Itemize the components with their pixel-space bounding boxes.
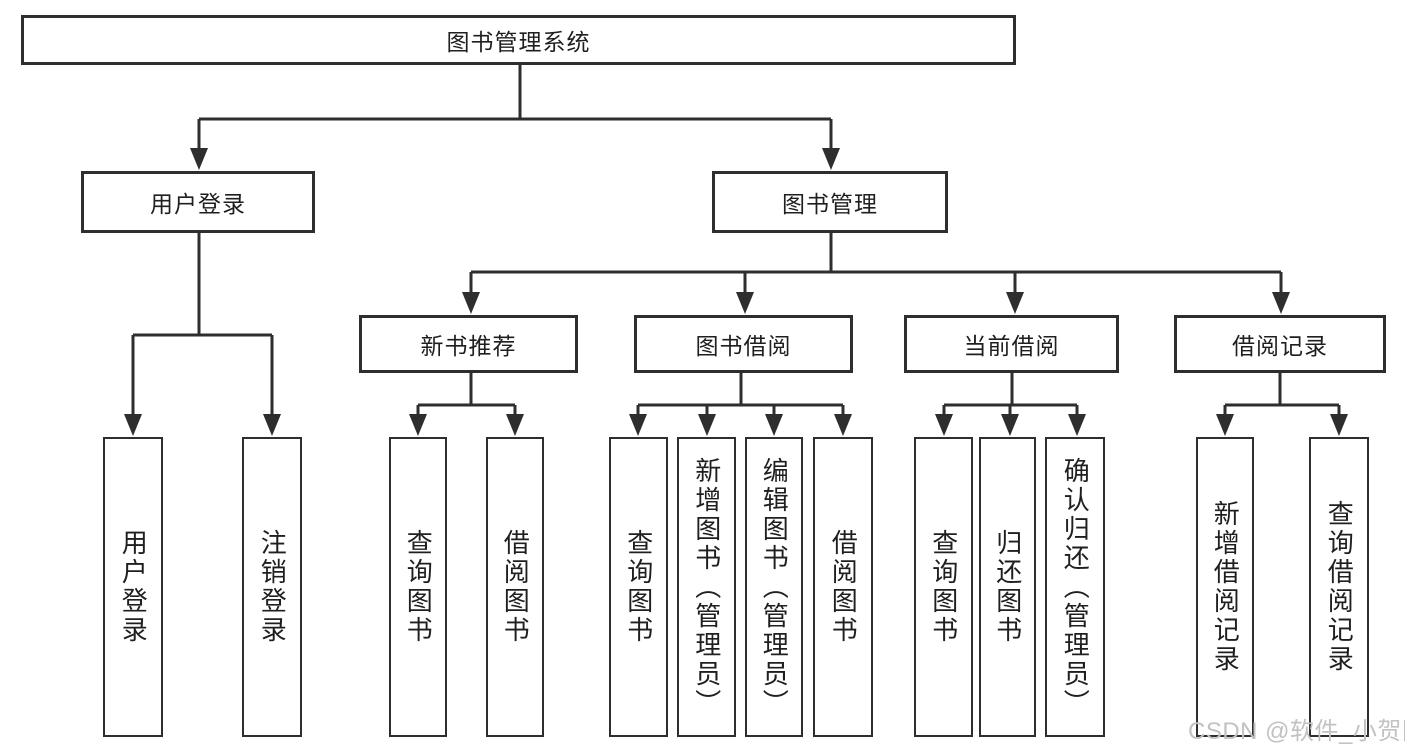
leaf-cb-confirm-return: 确认归还（管理员）: [1045, 437, 1105, 737]
leaf-br-add-record-label: 新增借阅记录: [1210, 500, 1241, 674]
node-current-borrow: 当前借阅: [904, 315, 1119, 373]
node-book-borrow: 图书借阅: [634, 315, 853, 373]
leaf-bb-add-book-label: 新增图书（管理员）: [691, 456, 722, 718]
leaf-bb-edit-book: 编辑图书（管理员）: [745, 437, 803, 737]
leaf-nbr-query-book: 查询图书: [389, 437, 447, 737]
node-user-login-label: 用户登录: [150, 191, 246, 217]
node-book-management-label: 图书管理: [782, 191, 878, 217]
leaf-nbr-borrow-book-label: 借阅图书: [500, 529, 531, 645]
leaf-cb-query-book-label: 查询图书: [928, 529, 959, 645]
leaf-bb-add-book: 新增图书（管理员）: [677, 437, 736, 737]
leaf-logout-label: 注销登录: [257, 529, 288, 645]
node-user-login: 用户登录: [81, 171, 315, 233]
leaf-bb-query-book-label: 查询图书: [623, 529, 654, 645]
node-current-borrow-label: 当前借阅: [963, 333, 1060, 359]
leaf-nbr-borrow-book: 借阅图书: [486, 437, 544, 737]
node-root-system: 图书管理系统: [21, 15, 1016, 65]
node-new-book-recommend: 新书推荐: [359, 315, 578, 373]
leaf-bb-borrow-book-label: 借阅图书: [828, 529, 859, 645]
leaf-nbr-query-book-label: 查询图书: [403, 529, 434, 645]
node-book-borrow-label: 图书借阅: [695, 333, 792, 359]
node-new-book-recommend-label: 新书推荐: [420, 333, 517, 359]
leaf-cb-confirm-return-label: 确认归还（管理员）: [1060, 456, 1091, 718]
node-borrow-record-label: 借阅记录: [1232, 333, 1328, 359]
leaf-user-login: 用户登录: [103, 437, 163, 737]
leaf-bb-query-book: 查询图书: [609, 437, 668, 737]
csdn-watermark: CSDN @软件_小贺同学: [1188, 718, 1405, 745]
leaf-user-login-label: 用户登录: [118, 529, 149, 645]
leaf-br-query-record: 查询借阅记录: [1309, 437, 1369, 737]
leaf-bb-edit-book-label: 编辑图书（管理员）: [759, 456, 790, 718]
leaf-cb-return-book-label: 归还图书: [992, 529, 1023, 645]
leaf-bb-borrow-book: 借阅图书: [813, 437, 873, 737]
leaf-br-add-record: 新增借阅记录: [1196, 437, 1254, 737]
node-book-management: 图书管理: [712, 171, 948, 233]
leaf-logout: 注销登录: [242, 437, 302, 737]
leaf-br-query-record-label: 查询借阅记录: [1324, 500, 1355, 674]
leaf-cb-return-book: 归还图书: [979, 437, 1036, 737]
leaf-cb-query-book: 查询图书: [914, 437, 973, 737]
node-root-system-label: 图书管理系统: [446, 29, 591, 55]
node-borrow-record: 借阅记录: [1174, 315, 1386, 373]
